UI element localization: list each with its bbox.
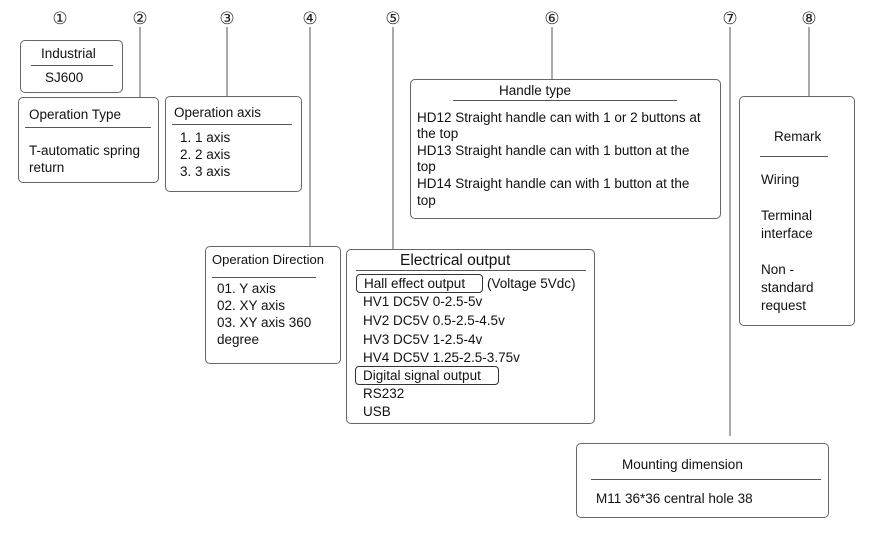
digital-signal-frame <box>355 366 499 385</box>
hall-effect-label: Hall effect output <box>364 276 466 291</box>
handle-type-box: Handle type HD12 Straight handle can wit… <box>410 79 721 219</box>
hall-item-3: HV3 DC5V 1-2.5-4v <box>363 332 483 347</box>
operation-type-line-2: return <box>29 160 65 175</box>
handle-line-5: HD14 Straight handle can with 1 button a… <box>417 176 690 191</box>
remark-item-5: standard <box>761 280 814 295</box>
model-box: Industrial SJ600 <box>20 40 123 93</box>
operation-axis-box: Operation axis 1. 1 axis 2. 2 axis 3. 3 … <box>165 96 302 192</box>
hall-item-1: HV1 DC5V 0-2.5-5v <box>363 294 483 309</box>
operation-type-line-1: T-automatic spring <box>29 143 141 158</box>
marker-3: ③ <box>219 9 235 29</box>
model-value: SJ600 <box>45 70 84 85</box>
electrical-output-box: Electrical output Hall effect output (Vo… <box>346 249 595 424</box>
hall-item-2: HV2 DC5V 0.5-2.5-4.5v <box>363 313 505 328</box>
remark-item-1: Wiring <box>761 172 800 187</box>
digital-item-2: USB <box>363 404 391 419</box>
handle-line-4: top <box>417 159 436 174</box>
mounting-dimension-value: M11 36*36 central hole 38 <box>596 491 753 506</box>
operation-direction-item-1: 01. Y axis <box>217 281 276 296</box>
hall-item-4: HV4 DC5V 1.25-2.5-3.75v <box>363 350 520 365</box>
mounting-dimension-box: Mounting dimension M11 36*36 central hol… <box>576 443 829 518</box>
marker-6: ⑥ <box>544 9 560 29</box>
handle-type-title: Handle type <box>499 83 572 98</box>
remark-item-4: Non - <box>761 262 795 277</box>
remark-box: Remark Wiring Terminal interface Non - s… <box>739 96 855 326</box>
marker-8: ⑧ <box>801 9 817 29</box>
marker-5: ⑤ <box>385 9 401 29</box>
remark-title: Remark <box>774 129 822 144</box>
operation-direction-title: Operation Direction <box>212 252 324 267</box>
hall-effect-frame <box>356 274 483 293</box>
remark-item-6: request <box>761 298 807 313</box>
operation-direction-item-3: 03. XY axis 360 <box>217 315 312 330</box>
digital-item-1: RS232 <box>363 386 405 401</box>
digital-signal-label: Digital signal output <box>363 368 481 383</box>
marker-2: ② <box>132 9 148 29</box>
operation-type-title: Operation Type <box>29 107 122 122</box>
operation-axis-title: Operation axis <box>174 105 262 120</box>
remark-item-3: interface <box>761 226 813 241</box>
operation-axis-item-1: 1. 1 axis <box>180 130 231 145</box>
operation-direction-item-2: 02. XY axis <box>217 298 286 313</box>
marker-7: ⑦ <box>722 9 738 29</box>
handle-line-2: the top <box>417 126 459 141</box>
hall-effect-note: (Voltage 5Vdc) <box>487 276 576 291</box>
model-label: Industrial <box>41 46 96 61</box>
handle-line-6: top <box>417 193 436 208</box>
operation-direction-box: Operation Direction 01. Y axis 02. XY ax… <box>205 246 341 364</box>
electrical-output-title: Electrical output <box>400 252 511 269</box>
mounting-dimension-title: Mounting dimension <box>622 457 743 472</box>
remark-item-2: Terminal <box>761 208 813 223</box>
operation-axis-item-2: 2. 2 axis <box>180 147 231 162</box>
operation-type-box: Operation Type T-automatic spring return <box>18 97 159 183</box>
handle-line-3: HD13 Straight handle can with 1 button a… <box>417 143 690 158</box>
handle-line-1: HD12 Straight handle can with 1 or 2 but… <box>417 110 701 125</box>
marker-1: ① <box>52 9 68 29</box>
marker-4: ④ <box>302 9 318 29</box>
operation-direction-item-4: degree <box>217 332 260 347</box>
operation-axis-item-3: 3. 3 axis <box>180 164 231 179</box>
